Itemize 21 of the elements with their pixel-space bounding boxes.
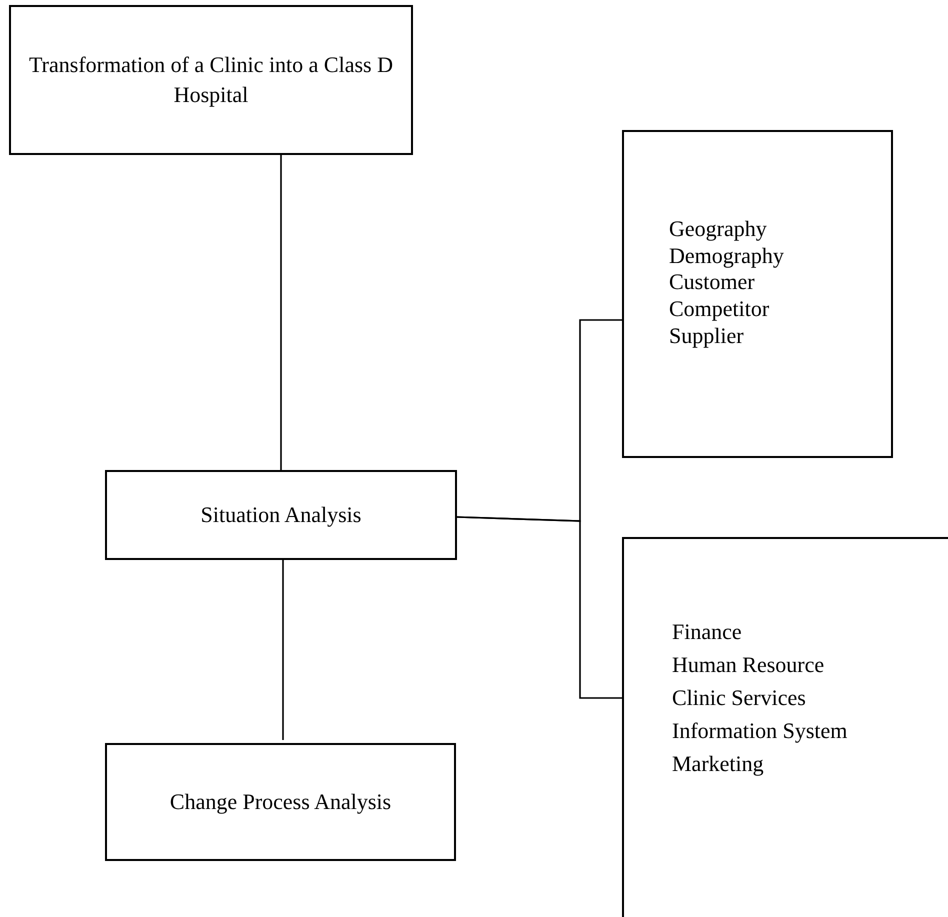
list-item: Customer xyxy=(669,269,755,296)
process-box xyxy=(105,470,457,560)
process-box xyxy=(9,5,413,155)
list-item: Finance xyxy=(672,618,742,646)
list-item: Human Resource xyxy=(672,651,824,679)
list-box xyxy=(622,537,948,917)
box-label: Change Process Analysis xyxy=(170,788,392,816)
connector-line xyxy=(280,155,282,470)
box-label: Transformation of a Clinic into a Class D Hospital xyxy=(28,51,394,109)
list-item: Information System xyxy=(672,717,848,745)
list-box xyxy=(622,130,893,458)
connector-line xyxy=(282,560,284,740)
list-item: Competitor xyxy=(669,296,770,323)
list-item: Marketing xyxy=(672,750,764,778)
connector-line xyxy=(456,516,622,699)
box-label: Situation Analysis xyxy=(200,501,362,529)
process-box xyxy=(105,743,456,861)
list-item: Supplier xyxy=(669,322,744,350)
list-item: Demography xyxy=(669,242,784,270)
list-item: Geography xyxy=(669,216,767,243)
list-item: Clinic Services xyxy=(672,684,806,712)
